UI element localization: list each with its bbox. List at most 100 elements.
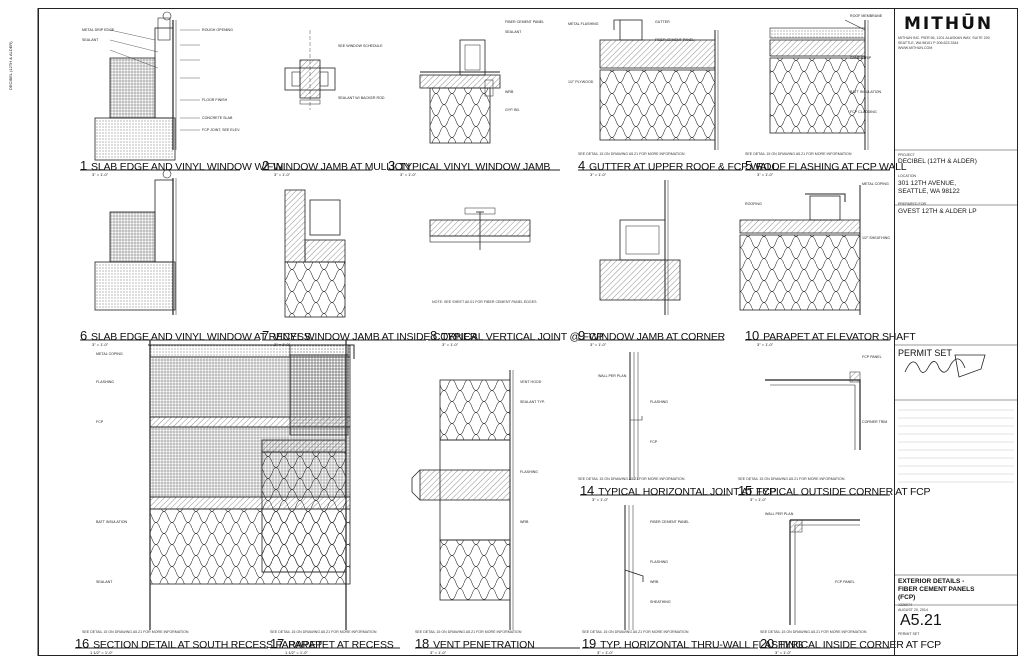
detail-number: 8	[430, 328, 438, 343]
callout-label: METAL FLASHING	[568, 22, 599, 26]
ref-note: SEE DETAIL 15 ON DRAWING A5.21 FOR MORE …	[578, 152, 685, 156]
callout-label: FCP CLADDING	[850, 110, 877, 114]
detail-17-linework	[261, 344, 349, 573]
callout-label: GYP. BD.	[505, 108, 521, 112]
callout-label: SHEATHING	[650, 600, 671, 604]
scale-6: 3" = 1'-0"	[92, 342, 109, 347]
callout-label: SEALANT W/ BACKER ROD	[338, 96, 385, 100]
detail-title-text: TYP. HORIZONTAL THRU-WALL FLASHING	[600, 639, 804, 651]
detail-4-linework	[599, 19, 719, 150]
set-name: PERMIT SET	[898, 348, 952, 358]
detail-title-text: SLAB EDGE AND VINYL WINDOW AT RECESS	[91, 331, 311, 343]
scale-9: 3" = 1'-0"	[590, 342, 607, 347]
ref-note: SEE DETAIL 15 ON DRAWING A5.21 FOR MORE …	[582, 630, 689, 634]
detail-title-text: VINYL WINDOW JAMB AT INSIDE CORNER	[273, 331, 478, 343]
project-number: 1326074	[898, 603, 912, 607]
scale-4: 3" = 1'-0"	[590, 172, 607, 177]
detail-7-linework	[284, 189, 346, 318]
scale-15: 3" = 1'-0"	[750, 497, 767, 502]
detail-number: 7	[262, 328, 270, 343]
detail-title-text: WINDOW JAMB AT MULLION	[273, 161, 411, 173]
ref-note: SEE DETAIL 15 ON DRAWING A5.21 FOR MORE …	[578, 477, 685, 481]
architect-stamp-signature	[904, 354, 986, 378]
scale-10: 3" = 1'-0"	[757, 342, 774, 347]
detail-number: 3	[388, 158, 396, 173]
firm-note: WWW.MITHUN.COM	[898, 46, 933, 50]
detail-title-text: PARAPET AT RECESS	[288, 639, 394, 651]
callout-label: FCP	[96, 420, 104, 424]
sheet-title-line-3: (FCP)	[898, 594, 916, 601]
callout-label: 1/2" PLYWOOD	[568, 80, 594, 84]
callout-label: CONCRETE SLAB	[202, 116, 233, 120]
detail-number: 9	[578, 328, 586, 343]
callout-label: ROOFING	[745, 202, 762, 206]
scale-18: 3" = 1'-0"	[430, 650, 447, 655]
detail-title-text: TYPICAL INSIDE CORNER AT FCP	[778, 639, 941, 651]
detail-8-note: NOTE: SEE SHEET A0.01 FOR FIBER CEMENT P…	[432, 300, 537, 304]
detail-title-text: TYPICAL OUTSIDE CORNER AT FCP	[756, 486, 931, 498]
scale-20: 3" = 1'-0"	[775, 650, 792, 655]
address-line-2: SEATTLE, WA 98122	[898, 188, 960, 195]
callout-label: SEALANT	[505, 30, 522, 34]
sheet-number: A5.21	[900, 612, 942, 629]
scale-3: 3" = 1'-0"	[400, 172, 417, 177]
scale-14: 3" = 1'-0"	[592, 497, 609, 502]
detail-number: 2	[262, 158, 270, 173]
address-line-1: 301 12TH AVENUE,	[898, 180, 957, 187]
callout-label: BATT INSULATION	[96, 520, 128, 524]
detail-number: 16	[75, 636, 90, 651]
callout-label: FLASHING	[520, 470, 538, 474]
ref-note: SEE DETAIL 15 ON DRAWING A5.21 FOR MORE …	[738, 477, 845, 481]
detail-1-linework	[94, 11, 200, 161]
detail-6-linework	[94, 169, 177, 315]
detail-5-linework	[769, 19, 869, 150]
issue-date: AUGUST 20, 2014	[898, 608, 928, 612]
callout-label: METAL COPING	[862, 182, 889, 186]
scale-7: 3" = 1'-0"	[274, 342, 291, 347]
callout-label: FLASHING	[96, 380, 114, 384]
scale-2: 3" = 1'-0"	[274, 172, 291, 177]
callout-label: WALL PER PLAN	[598, 374, 627, 378]
callout-label: METAL COPING	[96, 352, 123, 356]
callout-label: METAL DRIP EDGE	[82, 28, 115, 32]
detail-3-linework	[419, 39, 501, 144]
scale-5: 3" = 1'-0"	[757, 172, 774, 177]
callout-label: FIBER CEMENT PANEL	[505, 20, 545, 24]
callout-label: SEE WINDOW SCHEDULE	[338, 44, 383, 48]
callout-label: FLOOR FINISH	[202, 98, 228, 102]
detail-title-text: GUTTER AT UPPER ROOF & FCP WALL	[589, 161, 778, 173]
ref-note: SEE DETAIL 15 ON DRAWING A5.21 FOR MORE …	[82, 630, 189, 634]
title-block	[894, 8, 1018, 656]
detail-number: 17	[270, 636, 285, 651]
sheet-title-line-1: EXTERIOR DETAILS -	[898, 578, 965, 585]
detail-title-text: ROOF FLASHING AT FCP WALL	[756, 161, 907, 173]
scale-8: 3" = 1'-0"	[442, 342, 459, 347]
detail-number: 20	[760, 636, 775, 651]
detail-number: 6	[80, 328, 88, 343]
callout-label: FIBER CEMENT PANEL	[655, 38, 695, 42]
firm-note: MITHUN INC. PIER 56, 1201 ALASKAN WAY, S…	[898, 36, 990, 40]
ref-note: SEE DETAIL 15 ON DRAWING A5.21 FOR MORE …	[745, 152, 852, 156]
ref-note: SEE DETAIL 15 ON DRAWING A5.21 FOR MORE …	[270, 630, 377, 634]
detail-10-linework	[739, 185, 861, 315]
detail-20-linework	[789, 519, 860, 625]
location-label: LOCATION	[898, 174, 917, 178]
detail-15-linework	[765, 371, 861, 450]
owner-name: GVEST 12TH & ALDER LP	[898, 208, 977, 215]
scale-17: 1 1/2" = 1'-0"	[285, 650, 308, 655]
detail-2-linework	[284, 30, 336, 110]
callout-label: FCP PANEL	[862, 355, 882, 359]
detail-number: 10	[745, 328, 760, 343]
detail-8-linework	[429, 207, 531, 250]
